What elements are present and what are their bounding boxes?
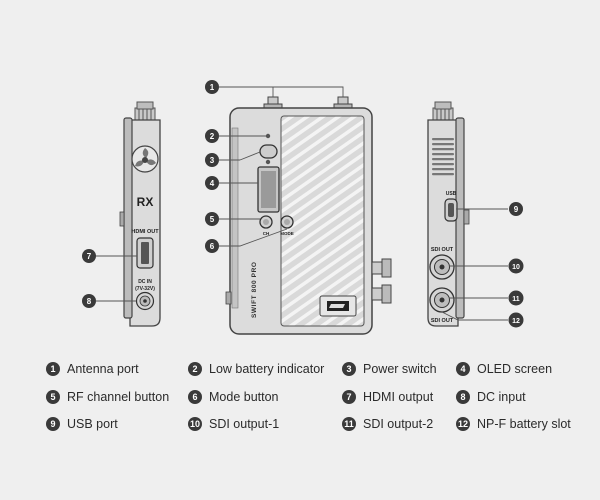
sdi-port-1 [429, 254, 455, 280]
callout-1: 1 [205, 80, 219, 94]
callout-9: 9 [509, 202, 523, 216]
hdmi-port [136, 237, 154, 269]
svg-text:12: 12 [512, 318, 520, 325]
hdmi-out-label: HDMI OUT [131, 229, 159, 235]
front-antenna-ports [263, 96, 353, 110]
front-view: CH MODE SWIFT 800 PRO [225, 96, 392, 335]
fan-vent [131, 145, 159, 173]
callout-badges: 1 2 3 4 5 6 7 8 9 10 11 12 [82, 80, 524, 328]
right-side-view: USB SDI OUT SDI OUT [427, 101, 470, 327]
svg-text:6: 6 [210, 242, 215, 251]
callout-leaders [96, 86, 508, 321]
dc-voltage-label: (7V-32V) [135, 286, 155, 292]
callout-11: 11 [508, 290, 524, 306]
callout-6: 6 [205, 239, 219, 253]
low-battery-led [265, 133, 271, 139]
svg-text:2: 2 [210, 132, 215, 141]
callout-2: 2 [205, 129, 219, 143]
svg-text:3: 3 [210, 156, 215, 165]
svg-text:8: 8 [87, 297, 92, 306]
dc-in-label: DC IN [138, 279, 152, 285]
callout-5: 5 [205, 212, 219, 226]
brand-logo [319, 295, 357, 317]
dc-port [135, 291, 155, 311]
left-side-view: RX HDMI OUT DC IN (7V-32V) [119, 101, 161, 327]
usb-port [444, 198, 458, 222]
svg-text:11: 11 [512, 296, 520, 303]
mode-label: MODE [280, 231, 294, 236]
callout-4: 4 [205, 176, 219, 190]
callout-7: 7 [82, 249, 96, 263]
usb-label: USB [446, 191, 457, 197]
sdi-out-label-top: SDI OUT [431, 247, 454, 253]
callout-12: 12 [508, 312, 524, 328]
svg-text:10: 10 [512, 264, 520, 271]
svg-text:7: 7 [87, 252, 92, 261]
svg-text:1: 1 [210, 83, 215, 92]
vent-slots [432, 138, 454, 176]
power-switch[interactable] [259, 144, 278, 159]
ch-label: CH [263, 231, 270, 236]
product-name: SWIFT 800 PRO [251, 261, 258, 318]
callout-10: 10 [508, 258, 524, 274]
svg-text:5: 5 [210, 215, 215, 224]
callout-8: 8 [82, 294, 96, 308]
sdi-port-2 [429, 287, 455, 313]
svg-text:9: 9 [514, 205, 519, 214]
svg-text:4: 4 [210, 179, 215, 188]
rx-logo: RX [137, 195, 154, 209]
left-body [129, 119, 161, 327]
callout-3: 3 [205, 153, 219, 167]
sdi-out-label-bottom: SDI OUT [431, 318, 454, 324]
